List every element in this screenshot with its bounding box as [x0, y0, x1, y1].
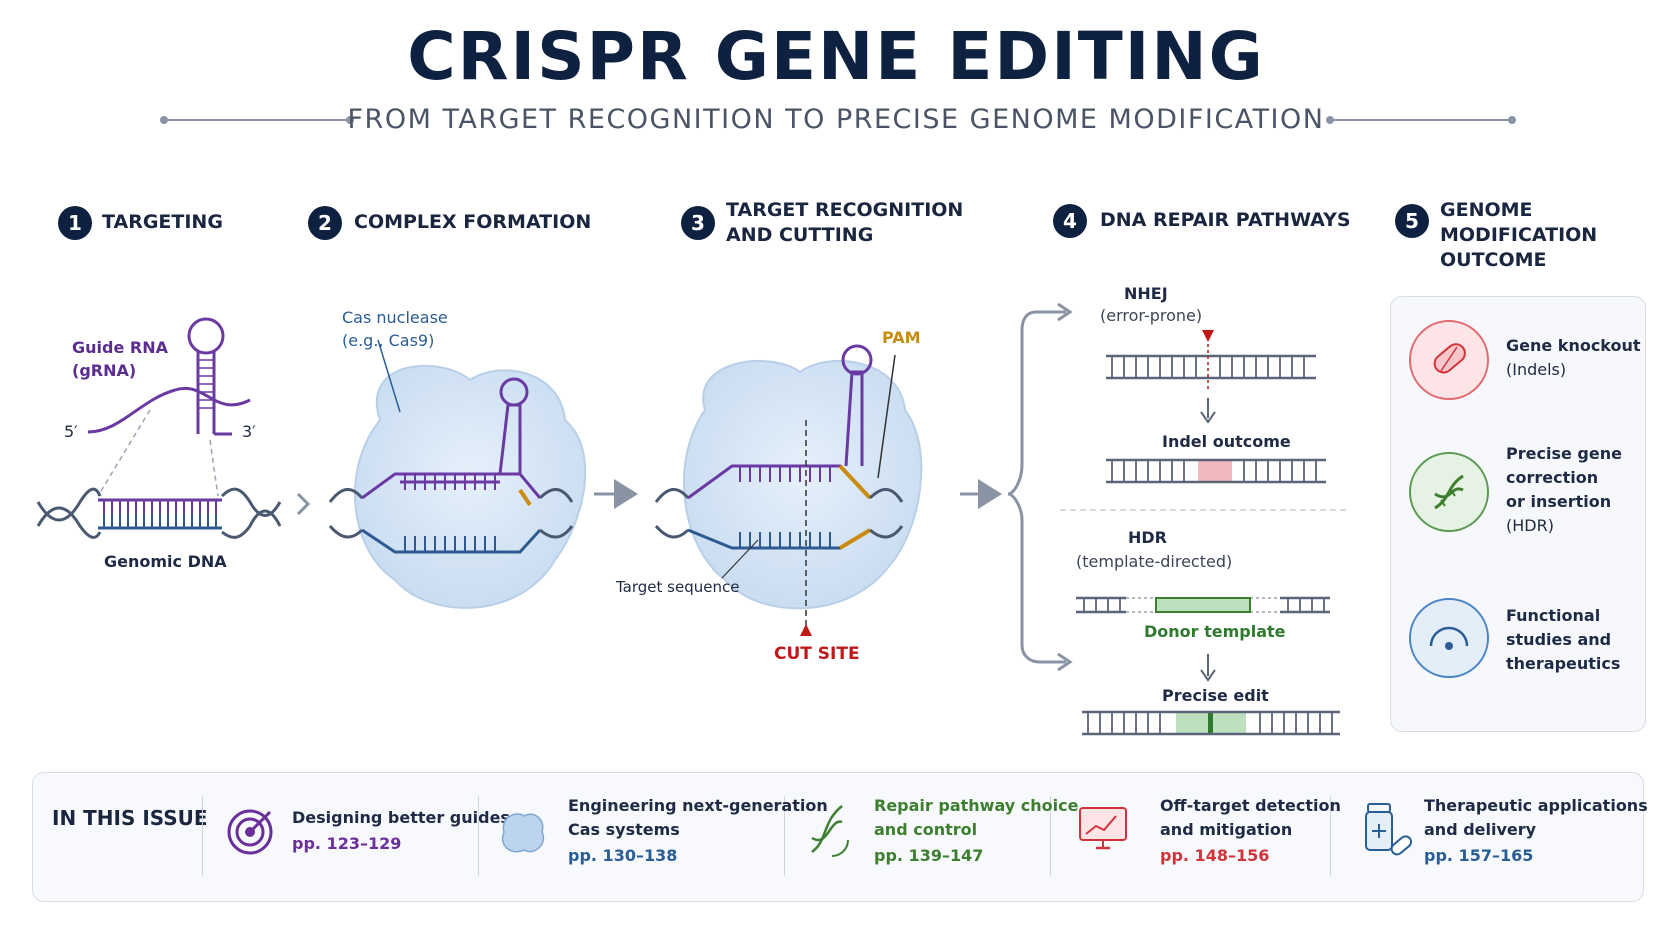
functional-studies-icon — [1409, 598, 1489, 678]
issue-item-3[interactable]: Repair pathway choice and control pp. 13… — [874, 794, 1078, 865]
step-5-number: 5 — [1395, 204, 1429, 238]
issue-item-5-pages: pp. 157–165 — [1424, 846, 1534, 865]
grna-strand — [87, 386, 251, 434]
issue-item-1-title: Designing better guides — [292, 808, 510, 827]
crispr-diagram — [36, 302, 1350, 736]
pam-label: PAM — [882, 328, 921, 347]
issue-item-2-title-line1: Engineering next-generation — [568, 796, 828, 815]
step-4-title: DNA REPAIR PATHWAYS — [1100, 209, 1351, 231]
outcome-gene-knockout-line2: (Indels) — [1506, 360, 1567, 379]
gene-correction-icon — [1409, 452, 1489, 532]
page-subtitle: FROM TARGET RECOGNITION TO PRECISE GENOM… — [347, 104, 1325, 135]
cut-site-marker — [800, 624, 812, 636]
step-3-number: 3 — [681, 206, 715, 240]
nhej-sub-label: (error-prone) — [1100, 306, 1203, 325]
issue-item-3-pages: pp. 139–147 — [874, 846, 984, 865]
cas-nuclease-label-line2: (e.g., Cas9) — [342, 331, 435, 350]
precise-edit-label: Precise edit — [1162, 686, 1269, 705]
donor-template-bar — [1155, 597, 1251, 613]
step-5-title-line2: OUTCOME — [1440, 249, 1547, 271]
step-1-title: TARGETING — [102, 211, 223, 233]
issue-divider-3 — [784, 796, 785, 876]
step-1-number: 1 — [58, 206, 92, 240]
targeting-panel — [36, 317, 282, 539]
issue-item-4[interactable]: Off-target detection and mitigation pp. … — [1160, 794, 1341, 865]
hdr-sub-label: (template-directed) — [1076, 552, 1233, 571]
step-2-number: 2 — [308, 206, 342, 240]
issue-item-3-title-line2: and control — [874, 820, 978, 839]
outcome-functional-studies: Functional studies and therapeutics — [1506, 604, 1620, 676]
bacterium-icon — [1433, 343, 1466, 374]
issue-item-4-pages: pp. 148–156 — [1160, 846, 1270, 865]
target-sequence-label: Target sequence — [616, 578, 740, 596]
step-5-title: GENOME MODIFICATION OUTCOME — [1440, 198, 1672, 273]
issue-divider-2 — [478, 796, 479, 876]
issue-item-4-title-line1: Off-target detection — [1160, 796, 1341, 815]
grna-loop — [187, 317, 225, 355]
gauge-icon — [1429, 626, 1469, 650]
guide-rna-label-line1: Guide RNA — [72, 338, 168, 357]
issue-item-5[interactable]: Therapeutic applications and delivery pp… — [1424, 794, 1648, 865]
issue-item-2-title-line2: Cas systems — [568, 820, 680, 839]
cas-nuclease-label-line1: Cas nuclease — [342, 308, 448, 327]
cas-protein-icon — [501, 813, 545, 853]
indel-outcome-label: Indel outcome — [1162, 432, 1291, 451]
issue-item-5-title-line1: Therapeutic applications — [1424, 796, 1648, 815]
step-2-title: COMPLEX FORMATION — [354, 211, 592, 233]
dna-helix-icon — [1434, 474, 1464, 510]
repair-panel — [1007, 302, 1350, 736]
complex-panel — [328, 339, 587, 609]
issue-item-5-title-line2: and delivery — [1424, 820, 1537, 839]
donor-template-label: Donor template — [1144, 622, 1286, 641]
title-rule-left — [160, 116, 354, 124]
step-3-title: TARGET RECOGNITION AND CUTTING — [726, 198, 963, 248]
guide-rna-label: Guide RNA (gRNA) — [72, 336, 168, 382]
cas-nuclease-label: Cas nuclease (e.g., Cas9) — [342, 306, 448, 352]
in-this-issue-heading: IN THIS ISSUE — [52, 806, 208, 830]
outcome-gene-correction-line3: or insertion — [1506, 492, 1612, 511]
issue-item-4-title-line2: and mitigation — [1160, 820, 1293, 839]
issue-item-1[interactable]: Designing better guides pp. 123–129 — [292, 806, 510, 853]
three-prime-label: 3′ — [242, 422, 256, 441]
arrow-1-2 — [296, 492, 311, 516]
issue-item-3-title-line1: Repair pathway choice — [874, 796, 1079, 815]
outcome-functional-studies-line3: therapeutics — [1506, 654, 1621, 673]
medicine-bottle-icon — [1365, 803, 1413, 856]
dna-repair-icon — [811, 805, 849, 857]
outcome-functional-studies-line2: studies and — [1506, 630, 1612, 649]
title-rule-right — [1326, 116, 1516, 124]
step-4-number: 4 — [1053, 204, 1087, 238]
gene-knockout-icon — [1409, 320, 1489, 400]
issue-divider-1 — [202, 796, 203, 876]
outcome-gene-correction-line4: (HDR) — [1506, 516, 1554, 535]
outcome-gene-correction: Precise gene correction or insertion (HD… — [1506, 442, 1622, 538]
monitor-chart-icon — [1079, 807, 1127, 850]
nhej-label: NHEJ — [1124, 284, 1168, 303]
outcome-gene-knockout-line1: Gene knockout — [1506, 336, 1641, 355]
issue-item-2-pages: pp. 130–138 — [568, 846, 678, 865]
five-prime-label: 5′ — [64, 422, 78, 441]
hdr-label: HDR — [1128, 528, 1167, 547]
outcome-gene-correction-line2: correction — [1506, 468, 1599, 487]
genomic-dna-label: Genomic DNA — [104, 552, 227, 571]
cas-protein-blob-3 — [682, 360, 923, 610]
guide-rna-label-line2: (gRNA) — [72, 361, 137, 380]
target-icon — [227, 809, 273, 855]
issue-item-2[interactable]: Engineering next-generation Cas systems … — [568, 794, 828, 865]
step-5-title-line1: GENOME MODIFICATION — [1440, 199, 1598, 246]
step-3-title-line1: TARGET RECOGNITION — [726, 199, 964, 221]
outcome-functional-studies-line1: Functional — [1506, 606, 1601, 625]
recognition-panel — [654, 344, 923, 636]
issue-item-1-pages: pp. 123–129 — [292, 834, 402, 853]
outcome-gene-knockout: Gene knockout (Indels) — [1506, 334, 1641, 382]
outcome-gene-correction-line1: Precise gene — [1506, 444, 1622, 463]
issue-divider-5 — [1330, 796, 1331, 876]
page-title: CRISPR GENE EDITING — [407, 18, 1265, 95]
cut-site-label: CUT SITE — [774, 644, 860, 664]
step-3-title-line2: AND CUTTING — [726, 224, 874, 246]
cas-protein-blob — [354, 364, 587, 609]
issue-divider-4 — [1050, 796, 1051, 876]
